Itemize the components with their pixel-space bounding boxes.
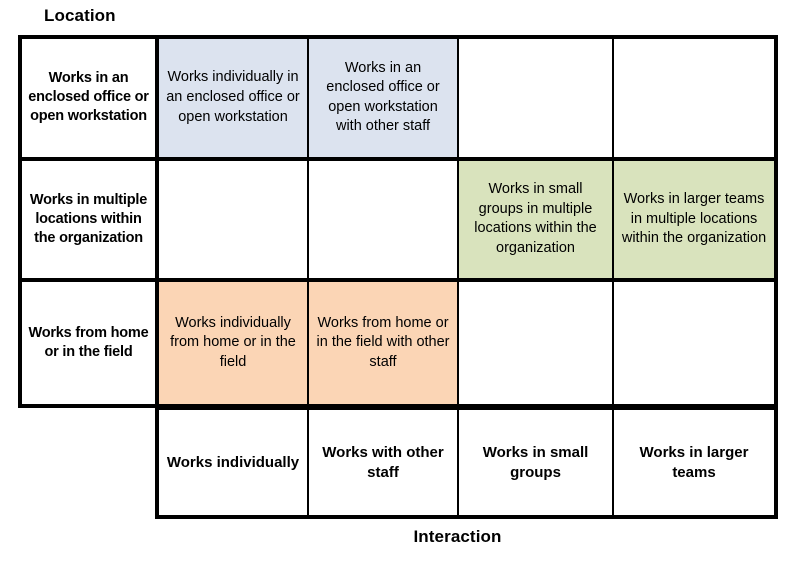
location-axis-label: Location xyxy=(44,6,116,25)
row-header-home-or-field: Works from home or in the field xyxy=(22,282,159,404)
column-header-strip: Works individually Works with other staf… xyxy=(155,408,778,519)
location-interaction-matrix: Works in an enclosed office or open work… xyxy=(18,35,778,519)
matrix-cell-r2c2[interactable] xyxy=(459,282,614,404)
matrix-cell-r0c3[interactable] xyxy=(614,39,774,161)
matrix-cell-r1c0[interactable] xyxy=(159,160,309,283)
row-header-enclosed-office: Works in an enclosed office or open work… xyxy=(22,39,159,161)
matrix-cell-r2c0[interactable]: Works individually from home or in the f… xyxy=(159,282,309,404)
matrix-cell-r0c1[interactable]: Works in an enclosed office or open work… xyxy=(309,39,459,161)
matrix-cell-r0c2[interactable] xyxy=(459,39,614,161)
matrix-grid: Works in an enclosed office or open work… xyxy=(18,35,778,408)
matrix-cell-r1c2[interactable]: Works in small groups in multiple locati… xyxy=(459,160,614,283)
interaction-axis-label: Interaction xyxy=(413,527,502,546)
column-header-works-in-small-groups: Works in small groups xyxy=(459,410,614,515)
matrix-cell-r0c0[interactable]: Works individually in an enclosed office… xyxy=(159,39,309,161)
column-header-works-in-larger-teams: Works in larger teams xyxy=(614,410,774,515)
column-header-works-with-other-staff: Works with other staff xyxy=(309,410,459,515)
matrix-cell-r1c1[interactable] xyxy=(309,160,459,283)
column-header-works-individually: Works individually xyxy=(159,410,309,515)
matrix-cell-r2c3[interactable] xyxy=(614,282,774,404)
matrix-cell-r2c1[interactable]: Works from home or in the field with oth… xyxy=(309,282,459,404)
matrix-cell-r1c3[interactable]: Works in larger teams in multiple locati… xyxy=(614,160,774,283)
row-header-multiple-locations: Works in multiple locations within the o… xyxy=(22,160,159,283)
